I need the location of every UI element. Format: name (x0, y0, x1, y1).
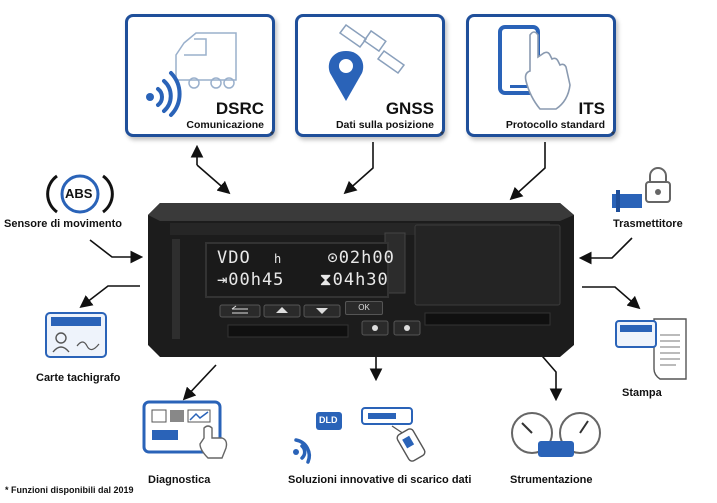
availability-star: * (270, 130, 274, 141)
display-brand: VDO (217, 248, 251, 268)
display-time-1: ⊙02h00 (327, 248, 395, 268)
feature-subtitle: Comunicazione (186, 119, 264, 131)
availability-star: * (440, 130, 444, 141)
abs-badge: ABS (65, 186, 93, 201)
feature-box-its: ITS Protocollo standard (466, 14, 616, 137)
item-label: Trasmettitore (613, 218, 683, 230)
display-time-3: ⧗04h30 (319, 270, 389, 290)
gauges-icon (511, 412, 601, 457)
feature-subtitle: Dati sulla posizione (335, 119, 434, 131)
truck-signal-icon (146, 32, 237, 117)
feature-box-dsrc: DSRC Comunicazione (125, 14, 275, 137)
item-label: Strumentazione (510, 474, 593, 486)
dld-badge: DLD (319, 415, 338, 425)
device-display: VDO h ⊙02h00 ⇥00h45 ⧗04h30 (205, 242, 394, 298)
item-label: Stampa (622, 387, 662, 399)
feature-title: GNSS (385, 99, 434, 118)
feature-title: ITS (578, 99, 605, 118)
satellite-pin-icon (328, 23, 406, 101)
diagnostics-tablet-icon (142, 400, 228, 459)
item-label: Diagnostica (148, 474, 211, 486)
feature-box-gnss: GNSS Dati sulla posizione (295, 14, 445, 137)
display-time-2: ⇥00h45 (217, 270, 285, 290)
feature-subtitle: Protocollo standard (505, 119, 605, 131)
printout-icon (615, 318, 687, 380)
tachograph-device (148, 203, 574, 357)
abs-sensor-icon (46, 174, 114, 214)
item-label: Sensore di movimento (4, 218, 122, 230)
display-mode: h (273, 252, 283, 266)
item-label: Soluzioni innovative di scarico dati (288, 474, 472, 486)
item-label: Carte tachigrafo (36, 372, 121, 384)
ok-button[interactable]: OK (345, 301, 383, 315)
lock-transmitter-icon (612, 167, 671, 212)
smartphone-touch-icon (498, 25, 571, 110)
availability-star: * (611, 130, 615, 141)
tachograph-card-icon (45, 312, 107, 358)
footnote: * Funzioni disponibili dal 2019 (5, 485, 134, 495)
dld-download-icon (293, 407, 426, 464)
feature-title: DSRC (215, 99, 264, 118)
